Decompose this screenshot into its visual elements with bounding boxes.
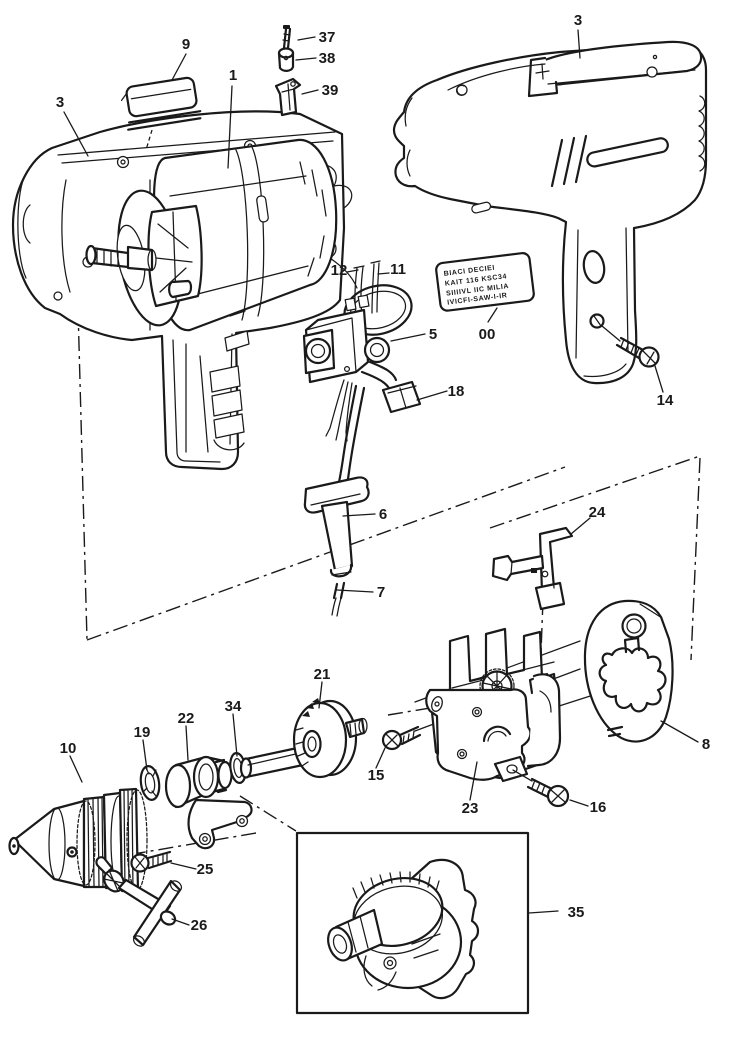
- callout-37: 37: [319, 29, 336, 46]
- callout-39: 39: [322, 82, 339, 99]
- callout-14: 14: [657, 392, 674, 409]
- callout-15: 15: [368, 767, 385, 784]
- part-brush-cap: [120, 76, 202, 131]
- part-brush-holder-39: [274, 77, 302, 117]
- callout-38: 38: [319, 50, 336, 67]
- part-plate-8: [583, 599, 674, 743]
- callout-7: 7: [377, 584, 385, 601]
- callout-8: 8: [702, 736, 710, 753]
- callout-35: 35: [568, 904, 585, 921]
- callout-1: 1: [229, 67, 237, 84]
- callout-3-right: 3: [574, 12, 582, 29]
- part-gearcase-23: [425, 627, 562, 783]
- callout-23: 23: [462, 800, 479, 817]
- commutator-hatch: [299, 161, 327, 277]
- part-housing-right: [392, 40, 708, 385]
- callout-6: 6: [379, 506, 387, 523]
- part-screw-14: [601, 325, 660, 368]
- part-screw-15: [381, 725, 422, 751]
- part-bracket-24: [491, 526, 574, 611]
- gear-teeth-hatch: [352, 871, 440, 899]
- part-screw-16: [512, 769, 570, 808]
- callout-25: 25: [197, 861, 214, 878]
- callout-5: 5: [429, 326, 437, 343]
- part-switch-assembly: [302, 260, 422, 489]
- leader-lines: [63, 29, 699, 926]
- chuck-gear-knurl: [123, 788, 134, 892]
- callouts: 9 3 1 37 38 39 3 12 11 5 00 18 14 6 7 24…: [56, 12, 710, 934]
- callout-00: 00: [479, 326, 496, 343]
- part-bearing-22: [164, 755, 253, 850]
- callout-24: 24: [589, 504, 606, 521]
- part-cord-protector: [303, 476, 370, 617]
- callout-16: 16: [590, 799, 607, 816]
- part-spindle-gear-21: [239, 698, 368, 779]
- part-washer-19: [139, 765, 161, 801]
- rating-label: BIACI DECIEI KAIT 116 KSC34 SIIIIVL IIC …: [435, 252, 535, 312]
- part-gearbox-assembly-35: [295, 831, 530, 1015]
- part-chuck-key: [95, 856, 183, 947]
- callout-22: 22: [178, 710, 195, 727]
- callout-34: 34: [225, 698, 242, 715]
- part-pin-37: [282, 25, 292, 50]
- callout-21: 21: [314, 666, 331, 683]
- part-motor-armature: [85, 138, 338, 332]
- callout-19: 19: [134, 724, 151, 741]
- callout-10: 10: [60, 740, 77, 757]
- callout-9: 9: [182, 36, 190, 53]
- callout-12: 12: [331, 262, 348, 279]
- callout-3-left: 3: [56, 94, 64, 111]
- callout-26: 26: [191, 917, 208, 934]
- part-screw-25: [130, 850, 173, 873]
- callout-11: 11: [390, 261, 406, 278]
- gear-serration: [302, 698, 320, 717]
- chuck-knurl: [87, 796, 104, 888]
- part-brush-38: [277, 47, 295, 72]
- part-chuck: [8, 787, 148, 893]
- callout-18: 18: [448, 383, 465, 400]
